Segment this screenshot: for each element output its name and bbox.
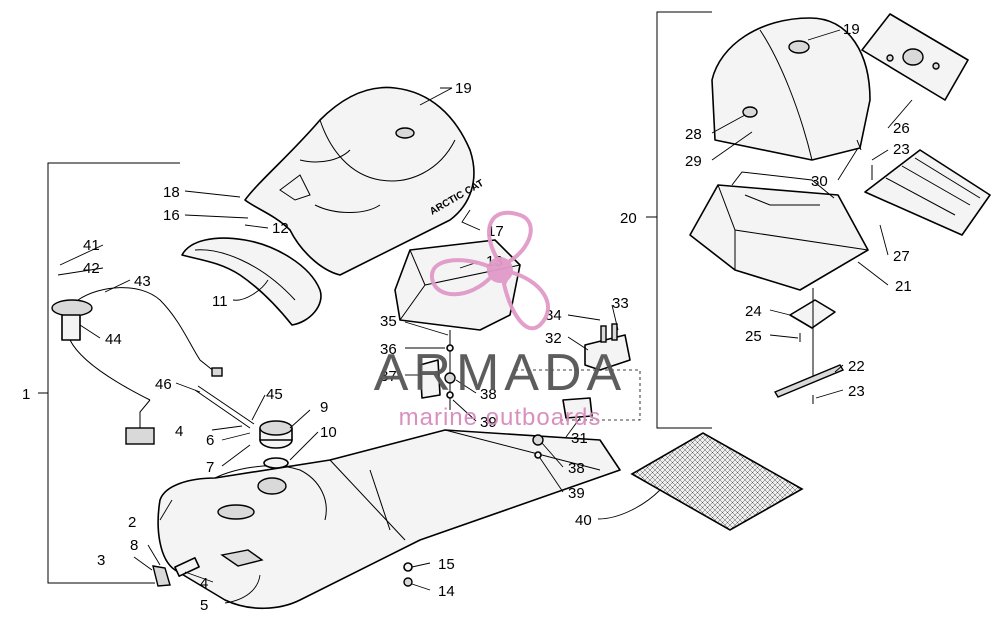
callout-19-cover: 19 — [843, 21, 860, 38]
callout-33: 33 — [612, 295, 629, 312]
callout-1: 1 — [22, 386, 30, 403]
seat: ARCTIC CAT — [244, 86, 486, 276]
callout-38-right: 38 — [568, 460, 585, 477]
callout-24: 24 — [745, 303, 762, 320]
storage-box — [394, 239, 521, 331]
watermark: ARMADA marine outboards — [374, 210, 626, 431]
storage-tray — [689, 171, 869, 291]
callout-3: 3 — [97, 552, 105, 569]
callout-2: 2 — [128, 514, 136, 531]
callout-4-upper: 4 — [175, 423, 183, 440]
strap-31 — [515, 369, 641, 421]
callout-25: 25 — [745, 328, 762, 345]
callout-8: 8 — [130, 537, 138, 554]
mounting-plate — [861, 13, 969, 101]
callout-7: 7 — [206, 459, 214, 476]
fuel-tank — [157, 429, 621, 610]
sender-wire-harness — [77, 287, 223, 377]
propeller-logo-icon — [430, 210, 551, 331]
callout-36: 36 — [380, 341, 397, 358]
watermark-brand: ARMADA — [374, 344, 626, 402]
callout-19-seat: 19 — [455, 80, 472, 97]
callout-5: 5 — [200, 597, 208, 614]
callout-38-centre: 38 — [480, 386, 497, 403]
callout-42: 42 — [83, 260, 100, 277]
rear-seat-cover — [711, 17, 871, 161]
cap-gasket — [263, 457, 289, 469]
bracket-24 — [789, 288, 836, 380]
callout-26: 26 — [893, 120, 910, 137]
leader-lines — [57, 29, 913, 604]
callout-22: 22 — [848, 358, 865, 375]
callout-23-top: 23 — [893, 141, 910, 158]
callout-15: 15 — [438, 556, 455, 573]
callout-41: 41 — [83, 237, 100, 254]
callout-31: 31 — [571, 430, 588, 447]
callout-39-centre: 39 — [480, 414, 497, 431]
fuel-hose-upper — [194, 385, 255, 429]
callout-4-lower: 4 — [200, 575, 208, 592]
fuel-level-sender — [51, 299, 155, 445]
group-bracket-20 — [646, 11, 712, 429]
callout-23-bottom: 23 — [848, 383, 865, 400]
callout-20: 20 — [620, 210, 637, 227]
callout-14: 14 — [438, 583, 455, 600]
callout-21: 21 — [895, 278, 912, 295]
callout-37: 37 — [380, 368, 397, 385]
callout-32: 32 — [545, 330, 562, 347]
seat-side-cowl — [181, 237, 322, 326]
callout-11: 11 — [212, 293, 228, 310]
floor-mat — [630, 432, 804, 531]
callout-45: 45 — [266, 386, 283, 403]
fuel-cap — [259, 420, 293, 449]
latch-bracket-32 — [584, 323, 631, 371]
callout-44: 44 — [105, 331, 122, 348]
callout-10: 10 — [320, 424, 337, 441]
ribbed-tray — [864, 149, 991, 236]
callout-16: 16 — [163, 207, 180, 224]
callout-29: 29 — [685, 153, 702, 170]
callout-12: 12 — [272, 220, 289, 237]
fuel-valve — [152, 557, 200, 587]
hardware-35-39 — [419, 330, 456, 410]
hardware-23-25-30 — [799, 139, 873, 404]
callout-30: 30 — [811, 173, 828, 190]
hardware-38-39-right — [532, 434, 544, 459]
bar-22 — [773, 364, 845, 398]
callout-6: 6 — [206, 432, 214, 449]
callout-40: 40 — [575, 512, 592, 529]
callout-18: 18 — [163, 184, 180, 201]
hardware-14-15 — [403, 562, 413, 587]
callout-35: 35 — [380, 313, 397, 330]
group-bracket-1 — [38, 162, 180, 584]
callout-39-right: 39 — [568, 485, 585, 502]
callout-9: 9 — [320, 399, 328, 416]
callout-43: 43 — [134, 273, 151, 290]
watermark-tagline: marine outboards — [399, 404, 602, 431]
callout-27: 27 — [893, 248, 910, 265]
callout-46: 46 — [155, 376, 172, 393]
callout-28: 28 — [685, 126, 702, 143]
